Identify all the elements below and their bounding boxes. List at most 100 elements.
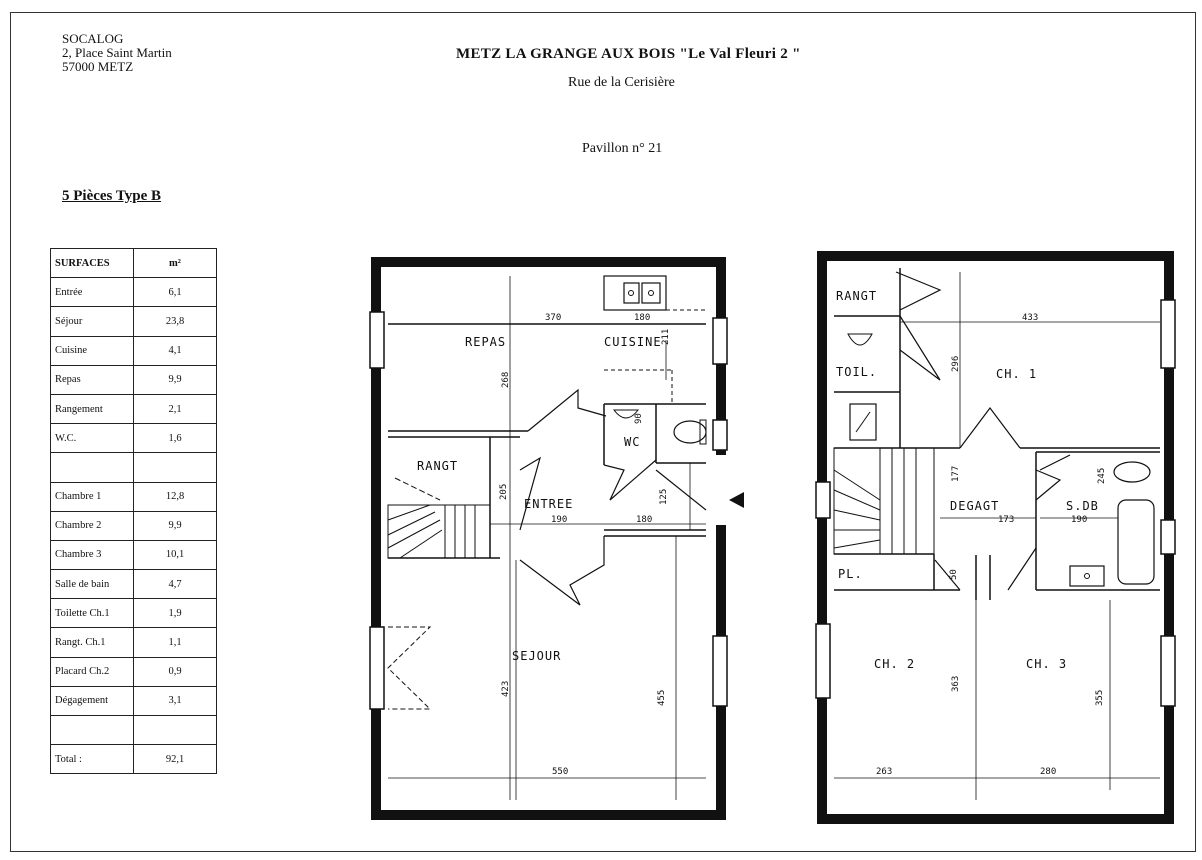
street-name: Rue de la Cerisière xyxy=(568,75,675,90)
upper-outer-wall xyxy=(817,251,1174,824)
ground-outer-wall xyxy=(371,257,726,820)
apartment-type: 5 Pièces Type B xyxy=(62,188,162,204)
window-icon xyxy=(1160,635,1176,707)
dimension-label: 177 xyxy=(951,466,961,482)
room-label-rangt: RANGT xyxy=(417,459,458,473)
company-address-line1: 2, Place Saint Martin xyxy=(62,45,172,60)
room-label-wc: WC xyxy=(624,435,640,449)
dimension-label: 211 xyxy=(661,329,671,345)
dimension-label: 180 xyxy=(634,313,650,323)
row-label: Repas xyxy=(50,364,134,395)
window-icon xyxy=(815,481,831,519)
entrance-door-opening xyxy=(713,455,727,525)
dimension-label: 550 xyxy=(552,767,568,777)
patio-door-icon xyxy=(387,626,432,710)
window-icon xyxy=(815,623,831,699)
upper-interior-walls xyxy=(834,268,1160,600)
room-label-ch1: CH. 1 xyxy=(996,367,1037,381)
pavillon-number: Pavillon n° 21 xyxy=(582,141,663,156)
room-label-pl: PL. xyxy=(838,567,863,581)
entrance-arrow-icon xyxy=(729,492,744,508)
page-frame xyxy=(10,12,1196,852)
document-title: METZ LA GRANGE AUX BOIS "Le Val Fleuri 2… xyxy=(456,46,801,62)
ground-floor-plan xyxy=(369,257,728,820)
dimension-label: 245 xyxy=(1097,468,1107,484)
row-value: 10,1 xyxy=(133,539,217,571)
dimension-label: 263 xyxy=(876,767,892,777)
ground-dimension-lines xyxy=(388,276,706,800)
hand-basin-icon xyxy=(847,333,873,346)
dimension-label: 190 xyxy=(1071,515,1087,525)
room-label-sejour: SEJOUR xyxy=(512,649,561,663)
table-row xyxy=(50,714,217,746)
row-value: 1,9 xyxy=(133,598,217,629)
upper-floor-plan xyxy=(815,251,1176,824)
kitchen-counter xyxy=(603,275,667,311)
room-label-cuisine: CUISINE xyxy=(604,335,662,349)
dimension-label: 268 xyxy=(501,372,511,388)
window-icon xyxy=(712,419,728,451)
bathtub-icon xyxy=(1117,499,1155,585)
window-icon xyxy=(1160,299,1176,369)
dimension-label: 205 xyxy=(499,484,509,500)
row-value xyxy=(133,714,217,746)
company-address: SOCALOG 2, Place Saint Martin 57000 METZ xyxy=(62,32,172,74)
dimension-label: 370 xyxy=(545,313,561,323)
window-icon xyxy=(712,317,728,365)
dimension-label: 173 xyxy=(998,515,1014,525)
dimension-label: 296 xyxy=(951,356,961,372)
dimension-label: 455 xyxy=(657,690,667,706)
row-value: 23,8 xyxy=(133,306,217,337)
toilet-icon xyxy=(1113,461,1151,483)
toilet-icon xyxy=(673,420,707,444)
window-icon xyxy=(369,311,385,369)
sink-icon xyxy=(1069,565,1105,587)
row-value: 9,9 xyxy=(133,364,217,395)
dimension-label: 363 xyxy=(951,676,961,692)
total-value: 92,1 xyxy=(133,744,217,775)
sink-drain-icon xyxy=(648,290,654,296)
row-value: 3,1 xyxy=(133,685,217,717)
dimension-label: 423 xyxy=(501,681,511,697)
column-header-unit: m² xyxy=(133,247,217,279)
dimension-label: 433 xyxy=(1022,313,1038,323)
ground-interior-walls xyxy=(388,323,706,559)
door-swing-icons xyxy=(895,271,1071,591)
window-icon xyxy=(712,635,728,707)
row-value: 4,7 xyxy=(133,569,217,600)
row-value: 2,1 xyxy=(133,393,217,425)
row-label: Cuisine xyxy=(50,335,134,366)
company-address-line2: 57000 METZ xyxy=(62,59,134,74)
staircase-icon xyxy=(387,477,491,559)
company-name: SOCALOG xyxy=(62,31,124,46)
row-label: Toilette Ch.1 xyxy=(50,598,134,629)
room-label-ch2: CH. 2 xyxy=(874,657,915,671)
room-label-toil: TOIL. xyxy=(836,365,877,379)
room-label-ch3: CH. 3 xyxy=(1026,657,1067,671)
window-icon xyxy=(369,626,385,710)
dimension-label: 50 xyxy=(949,569,959,580)
dimension-label: 190 xyxy=(551,515,567,525)
row-label: Chambre 2 xyxy=(50,510,134,541)
room-label-sdb: S.DB xyxy=(1066,499,1099,513)
row-value: 6,1 xyxy=(133,277,217,308)
door-swing-icons xyxy=(519,388,707,606)
dimension-label: 280 xyxy=(1040,767,1056,777)
row-value: 12,8 xyxy=(133,481,217,512)
row-value: 9,9 xyxy=(133,510,217,541)
toilet-tank xyxy=(699,419,707,445)
dimension-label: 90 xyxy=(634,413,644,424)
sink-icon xyxy=(641,282,661,304)
sink-icon xyxy=(623,282,640,304)
